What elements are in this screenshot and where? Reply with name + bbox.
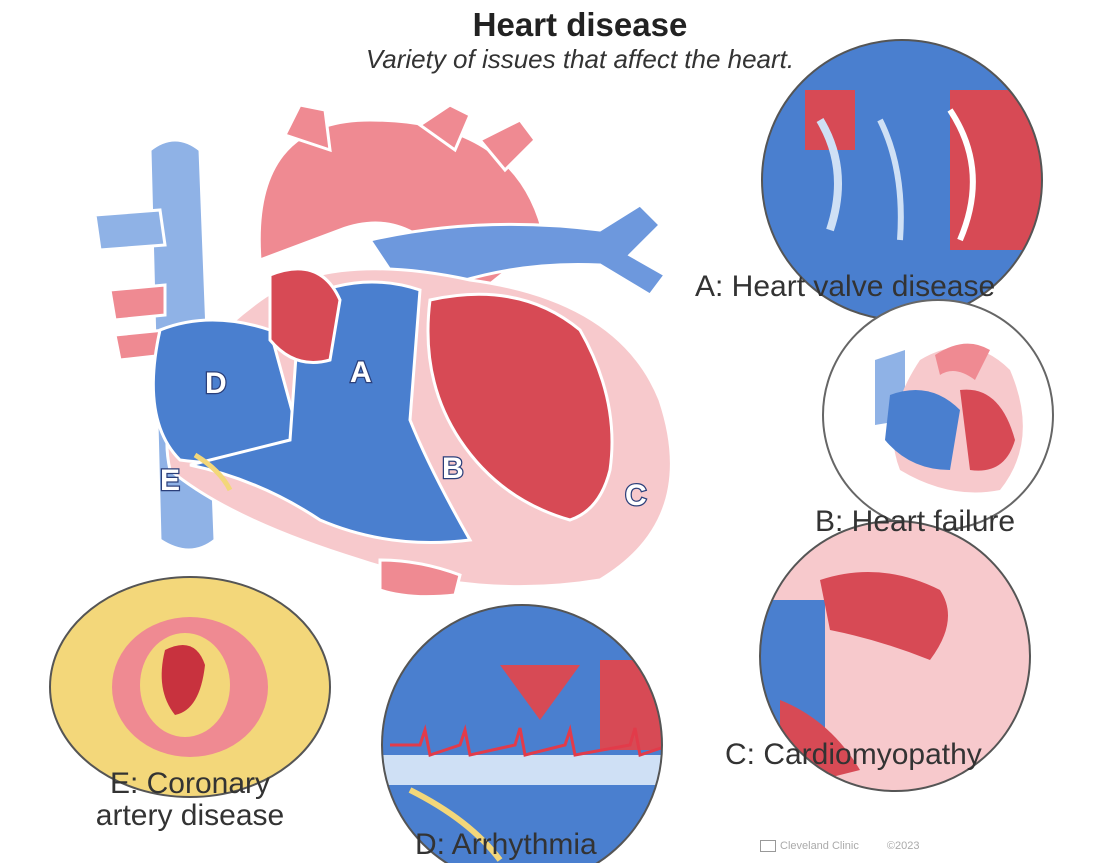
marker-c: C [625, 479, 647, 512]
caption-coronary-line2: artery disease [40, 800, 340, 832]
caption-arrhythmia: D: Arrhythmia [415, 828, 597, 862]
marker-b: B [442, 452, 464, 485]
inset-coronary-artery [50, 577, 330, 797]
marker-a: A [350, 356, 372, 389]
credit-line: Cleveland Clinic ©2023 [760, 840, 919, 852]
main-heart [95, 105, 671, 597]
inset-arrhythmia [380, 605, 670, 863]
caption-coronary-line1: E: Coronary [40, 768, 340, 800]
inset-heart-failure [823, 300, 1053, 530]
caption-cardiomyopathy: C: Cardiomyopathy [725, 738, 982, 772]
caption-coronary-artery: E: Coronary artery disease [40, 768, 340, 832]
caption-heart-failure: B: Heart failure [815, 505, 1015, 539]
caption-valve-disease: A: Heart valve disease [695, 270, 995, 304]
credit-name: Cleveland Clinic [780, 840, 859, 852]
credit-year: ©2023 [887, 840, 920, 852]
clinic-logo-icon [760, 840, 776, 852]
marker-d: D [205, 367, 227, 400]
marker-e: E [160, 464, 180, 497]
